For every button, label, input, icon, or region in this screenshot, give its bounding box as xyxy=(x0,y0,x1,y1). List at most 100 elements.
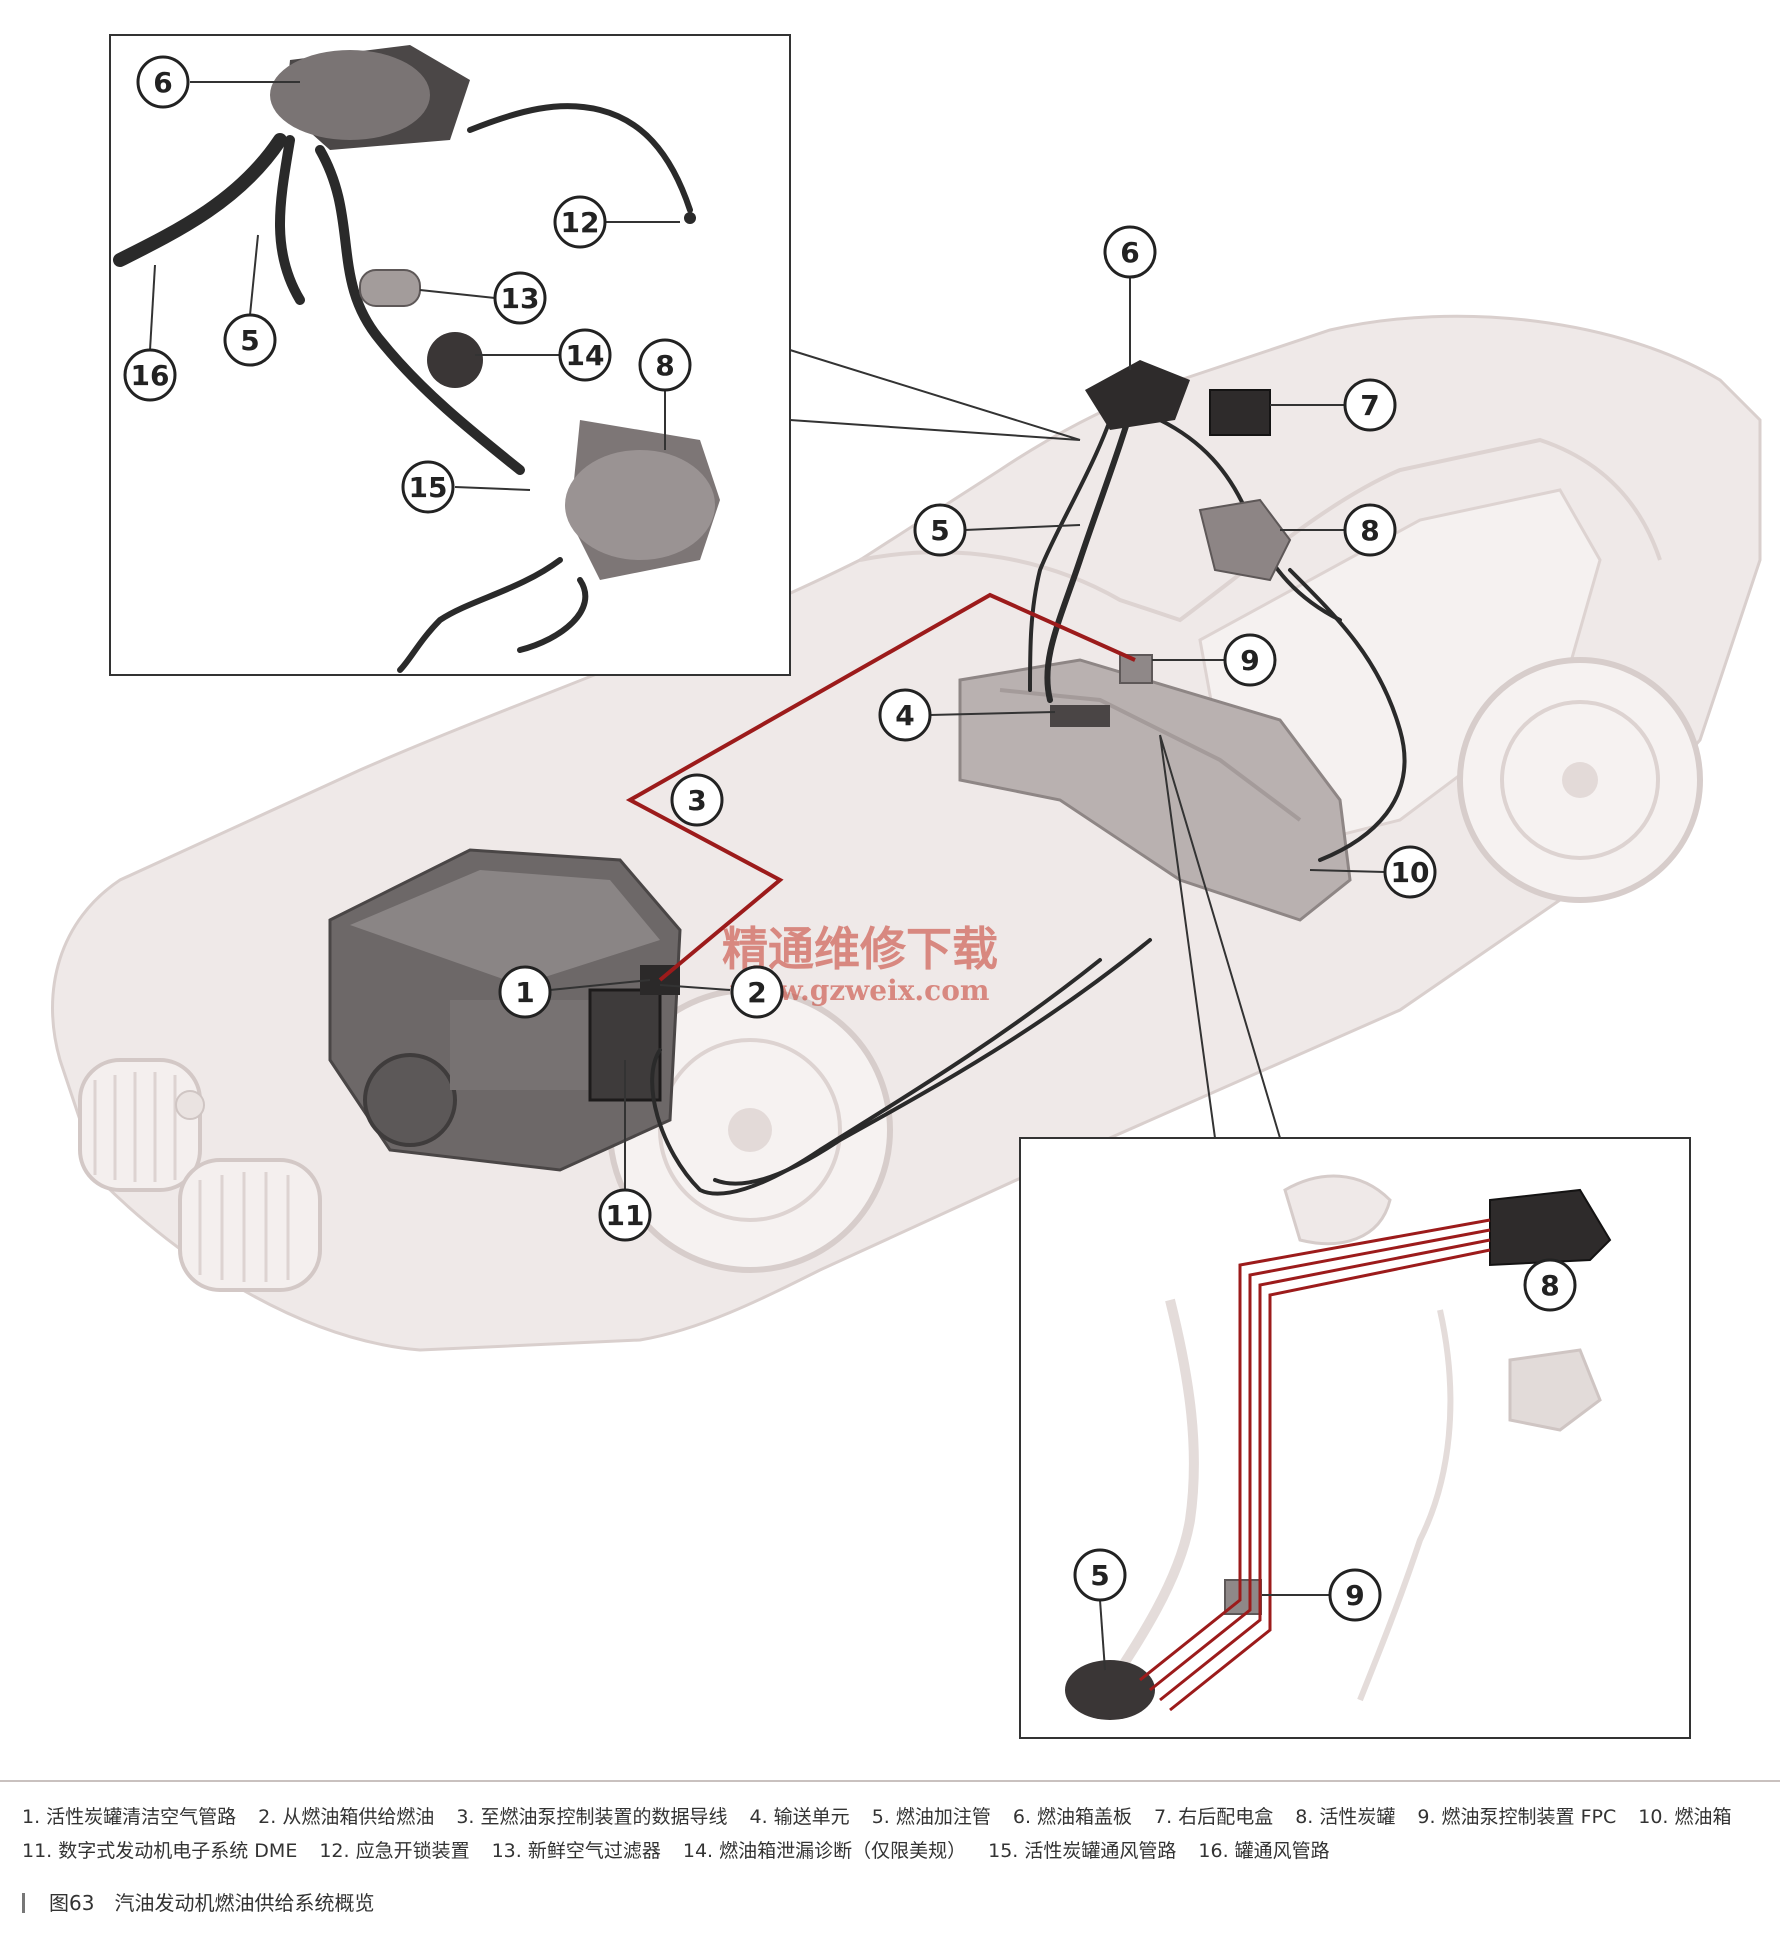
carbon-canister xyxy=(1198,498,1292,582)
callout-main-10: 10 xyxy=(1383,845,1437,899)
callout-circle xyxy=(136,55,190,109)
legend-item: 6. 燃油箱盖板 xyxy=(1012,1806,1133,1828)
callout-label: 6 xyxy=(1120,236,1139,269)
figure-caption: 图63 汽油发动机燃油供给系统概览 xyxy=(22,1887,374,1916)
callout-label: 9 xyxy=(1240,644,1259,677)
kidney-grille xyxy=(78,1058,322,1292)
legend-item: 9. 燃油泵控制装置 FPC xyxy=(1417,1806,1617,1828)
callout-circle xyxy=(553,195,607,249)
callout-inset-top-16: 16 xyxy=(123,348,177,402)
callout-label: 7 xyxy=(1360,389,1379,422)
callout-label: 9 xyxy=(1345,1579,1364,1612)
callout-label: 8 xyxy=(1540,1269,1559,1302)
callout-circle xyxy=(401,460,455,514)
callout-circle xyxy=(1073,1548,1127,1602)
callout-circle xyxy=(598,1188,652,1242)
legend-item: 12. 应急开锁装置 xyxy=(319,1840,470,1862)
callout-circle xyxy=(123,348,177,402)
callout-main-9: 9 xyxy=(1223,633,1277,687)
callout-main-8: 8 xyxy=(1343,503,1397,557)
callout-label: 5 xyxy=(930,514,949,547)
callout-circle xyxy=(223,313,277,367)
callout-inset-bottom-9: 9 xyxy=(1328,1568,1382,1622)
callout-label: 15 xyxy=(409,471,448,504)
callout-main-2: 2 xyxy=(730,965,784,1019)
callout-label: 3 xyxy=(687,784,706,817)
callout-inset-bottom-8: 8 xyxy=(1523,1258,1577,1312)
distribution-box xyxy=(1209,389,1271,436)
callout-circle xyxy=(638,338,692,392)
callout-circle xyxy=(498,965,552,1019)
watermark-title: 精通维修下载 xyxy=(722,922,998,976)
callout-main-7: 7 xyxy=(1343,378,1397,432)
legend-item: 7. 右后配电盒 xyxy=(1154,1806,1274,1828)
fuel-pump-control-unit xyxy=(1119,654,1153,684)
callout-label: 1 xyxy=(515,976,534,1009)
callout-label: 8 xyxy=(1360,514,1379,547)
legend-item: 2. 从燃油箱供给燃油 xyxy=(258,1806,435,1828)
callout-inset-top-12: 12 xyxy=(553,195,607,249)
front-wheel xyxy=(607,987,893,1273)
callout-circle xyxy=(558,328,612,382)
callout-main-4: 4 xyxy=(878,688,932,742)
callout-label: 12 xyxy=(561,206,600,239)
callout-circle xyxy=(493,271,547,325)
figure-caption-text: 图63 汽油发动机燃油供给系统概览 xyxy=(49,1891,375,1915)
callout-label: 11 xyxy=(606,1199,645,1232)
callout-circle xyxy=(1103,225,1157,279)
legend-item: 14. 燃油箱泄漏诊断（仅限美规） xyxy=(682,1840,967,1862)
fuel-filler-flap xyxy=(1085,360,1190,430)
legend-item: 5. 燃油加注管 xyxy=(871,1806,991,1828)
callout-inset-top-6: 6 xyxy=(136,55,190,109)
legend-item: 8. 活性炭罐 xyxy=(1295,1806,1396,1828)
caption-bar xyxy=(22,1893,25,1913)
callout-circle xyxy=(1523,1258,1577,1312)
legend-item: 4. 输送单元 xyxy=(749,1806,850,1828)
callout-label: 13 xyxy=(501,282,540,315)
callout-inset-top-5: 5 xyxy=(223,313,277,367)
legend-item: 3. 至燃油泵控制装置的数据导线 xyxy=(456,1806,728,1828)
callout-circle xyxy=(878,688,932,742)
callout-label: 6 xyxy=(153,66,172,99)
rear-wheel xyxy=(1457,657,1703,903)
callout-label: 5 xyxy=(1090,1559,1109,1592)
callout-label: 5 xyxy=(240,324,259,357)
callout-label: 4 xyxy=(895,699,914,732)
callout-inset-top-8: 8 xyxy=(638,338,692,392)
leader-lines xyxy=(149,81,1551,1671)
callout-main-5: 5 xyxy=(913,503,967,557)
callout-inset-top-13: 13 xyxy=(493,271,547,325)
callout-inset-top-15: 15 xyxy=(401,460,455,514)
badge-icon xyxy=(175,1090,205,1120)
callout-circle xyxy=(1343,503,1397,557)
delivery-unit xyxy=(1050,705,1110,727)
callout-main-11: 11 xyxy=(598,1188,652,1242)
callout-label: 14 xyxy=(566,339,605,372)
data-wire xyxy=(625,592,1136,982)
callout-circle xyxy=(670,773,724,827)
legend-item: 13. 新鲜空气过滤器 xyxy=(491,1840,661,1862)
callout-label: 2 xyxy=(747,976,766,1009)
legend-item: 10. 燃油箱 xyxy=(1638,1806,1732,1828)
fuel-system-diagram: 精通维修下载 www.gzweix.com 123456789101161213… xyxy=(51,34,1762,1739)
callout-circle xyxy=(1328,1568,1382,1622)
legend-item: 1. 活性炭罐清洁空气管路 xyxy=(22,1806,237,1828)
callout-inset-top-14: 14 xyxy=(558,328,612,382)
legend: 1. 活性炭罐清洁空气管路 2. 从燃油箱供给燃油 3. 至燃油泵控制装置的数据导线… xyxy=(0,1780,1780,1939)
callout-circle xyxy=(1343,378,1397,432)
callout-inset-bottom-5: 5 xyxy=(1073,1548,1127,1602)
callout-main-1: 1 xyxy=(498,965,552,1019)
callout-circle xyxy=(730,965,784,1019)
callout-label: 16 xyxy=(131,359,170,392)
callout-main-3: 3 xyxy=(670,773,724,827)
callout-label: 10 xyxy=(1391,856,1430,889)
fuel-lines xyxy=(650,377,1407,1196)
legend-text: 1. 活性炭罐清洁空气管路 2. 从燃油箱供给燃油 3. 至燃油泵控制装置的数据导线… xyxy=(22,1800,1762,1868)
callout-circle xyxy=(1383,845,1437,899)
callout-label: 8 xyxy=(655,349,674,382)
legend-item: 16. 罐通风管路 xyxy=(1198,1840,1330,1862)
callout-circle xyxy=(913,503,967,557)
callout-circle xyxy=(1223,633,1277,687)
legend-item: 11. 数字式发动机电子系统 DME xyxy=(22,1840,298,1862)
